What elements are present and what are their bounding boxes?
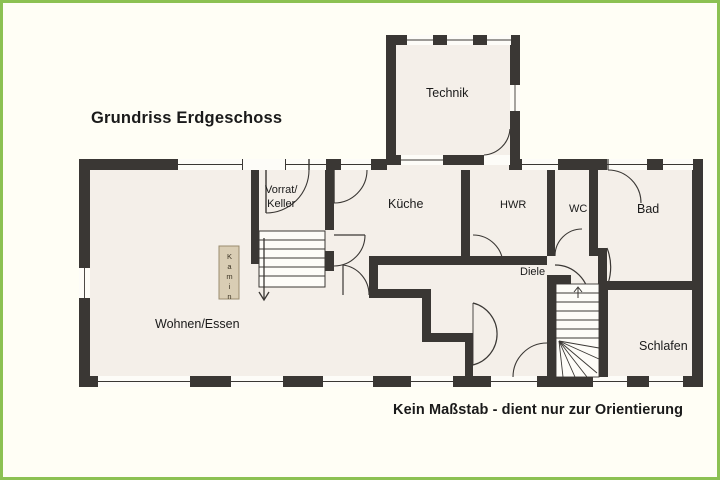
interior-walls bbox=[251, 163, 693, 377]
floorplan-drawing bbox=[79, 35, 703, 387]
room-label-vorrat-line2: Keller bbox=[267, 197, 296, 210]
room-label-vorrat-keller: Vorrat/ Keller bbox=[265, 184, 297, 212]
staircase-cellar bbox=[258, 230, 326, 302]
door-entrance bbox=[243, 159, 310, 214]
room-label-wohnen-essen: Wohnen/Essen bbox=[155, 317, 240, 331]
room-label-diele: Diele bbox=[520, 266, 546, 278]
room-label-vorrat-line1: Vorrat/ bbox=[265, 184, 298, 196]
door-kueche-bottom bbox=[342, 264, 370, 296]
door-diele-left bbox=[472, 302, 498, 366]
door-hwr bbox=[472, 234, 504, 266]
room-label-schlafen: Schlafen bbox=[639, 339, 688, 353]
kamin-block bbox=[218, 245, 240, 300]
windows bbox=[79, 35, 693, 387]
room-label-kueche: Küche bbox=[388, 197, 424, 211]
door-technik bbox=[483, 128, 511, 156]
scale-disclaimer: Kein Maßstab - dient nur zur Orientierun… bbox=[393, 402, 684, 418]
door-diele-stair bbox=[512, 342, 548, 378]
room-label-hwr: HWR bbox=[500, 199, 527, 211]
room-label-bad: Bad bbox=[637, 202, 660, 216]
door-bad bbox=[607, 159, 642, 204]
door-bad-schlafen bbox=[598, 247, 612, 301]
door-kueche-top bbox=[333, 169, 368, 204]
room-label-wc: WC bbox=[569, 203, 588, 215]
kamin-label: Kamin bbox=[225, 252, 234, 302]
door-kueche-stair bbox=[333, 234, 366, 267]
door-wc bbox=[554, 228, 583, 257]
page-title: Grundriss Erdgeschoss bbox=[91, 109, 283, 127]
staircase-upper bbox=[555, 283, 600, 378]
room-label-technik: Technik bbox=[426, 86, 469, 100]
